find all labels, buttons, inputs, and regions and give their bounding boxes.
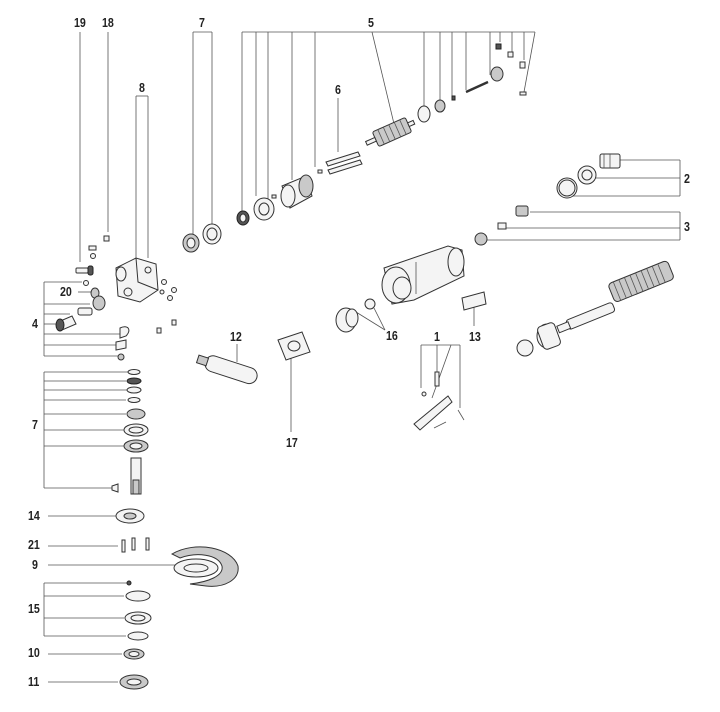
callout-9: 9	[32, 557, 38, 572]
exhaust-hose	[556, 260, 674, 334]
callout-10: 10	[28, 645, 40, 660]
leader-lines	[43, 31, 681, 683]
callout-4: 4	[32, 316, 38, 331]
callout-20: 20	[60, 284, 72, 299]
flange-parts	[124, 580, 152, 641]
guard-screws	[121, 537, 150, 553]
label-plate	[461, 291, 487, 311]
callout-21: 21	[28, 537, 40, 552]
bearing-part	[182, 223, 222, 253]
callout-7-top: 7	[199, 15, 205, 30]
callout-19: 19	[74, 15, 86, 30]
screw-part	[75, 235, 110, 276]
callout-16: 16	[386, 328, 398, 343]
throttle-lever	[413, 371, 465, 431]
gear-head-housing	[115, 257, 159, 303]
parts	[55, 43, 674, 690]
callout-8: 8	[139, 80, 145, 95]
support-flange	[115, 508, 145, 524]
callout-2: 2	[684, 171, 690, 186]
clamping-nuts	[119, 648, 149, 690]
callout-5: 5	[368, 15, 374, 30]
motor-parts	[236, 43, 527, 226]
callout-6: 6	[335, 82, 341, 97]
exhaust-deflector	[335, 298, 376, 333]
callout-14: 14	[28, 508, 40, 523]
motor-housing	[381, 245, 465, 305]
small-hardware	[156, 279, 177, 334]
callout-17: 17	[286, 435, 298, 450]
callout-13: 13	[469, 329, 481, 344]
spindle-stack	[111, 369, 149, 495]
muffler-sleeve	[516, 322, 561, 357]
callout-7-lower: 7	[32, 417, 38, 432]
air-inlet-fitting	[556, 153, 621, 199]
wheel-guard	[170, 546, 239, 587]
callout-15: 15	[28, 601, 40, 616]
vane-blades	[325, 151, 363, 175]
callout-1: 1	[434, 329, 440, 344]
spindle-lock-assembly	[55, 280, 130, 361]
callout-3: 3	[684, 219, 690, 234]
callout-18: 18	[102, 15, 114, 30]
callout-12: 12	[230, 329, 242, 344]
throttle-valve-parts	[474, 205, 529, 246]
gasket-plate	[277, 331, 311, 361]
callout-11: 11	[28, 674, 40, 689]
side-handle	[195, 354, 258, 385]
